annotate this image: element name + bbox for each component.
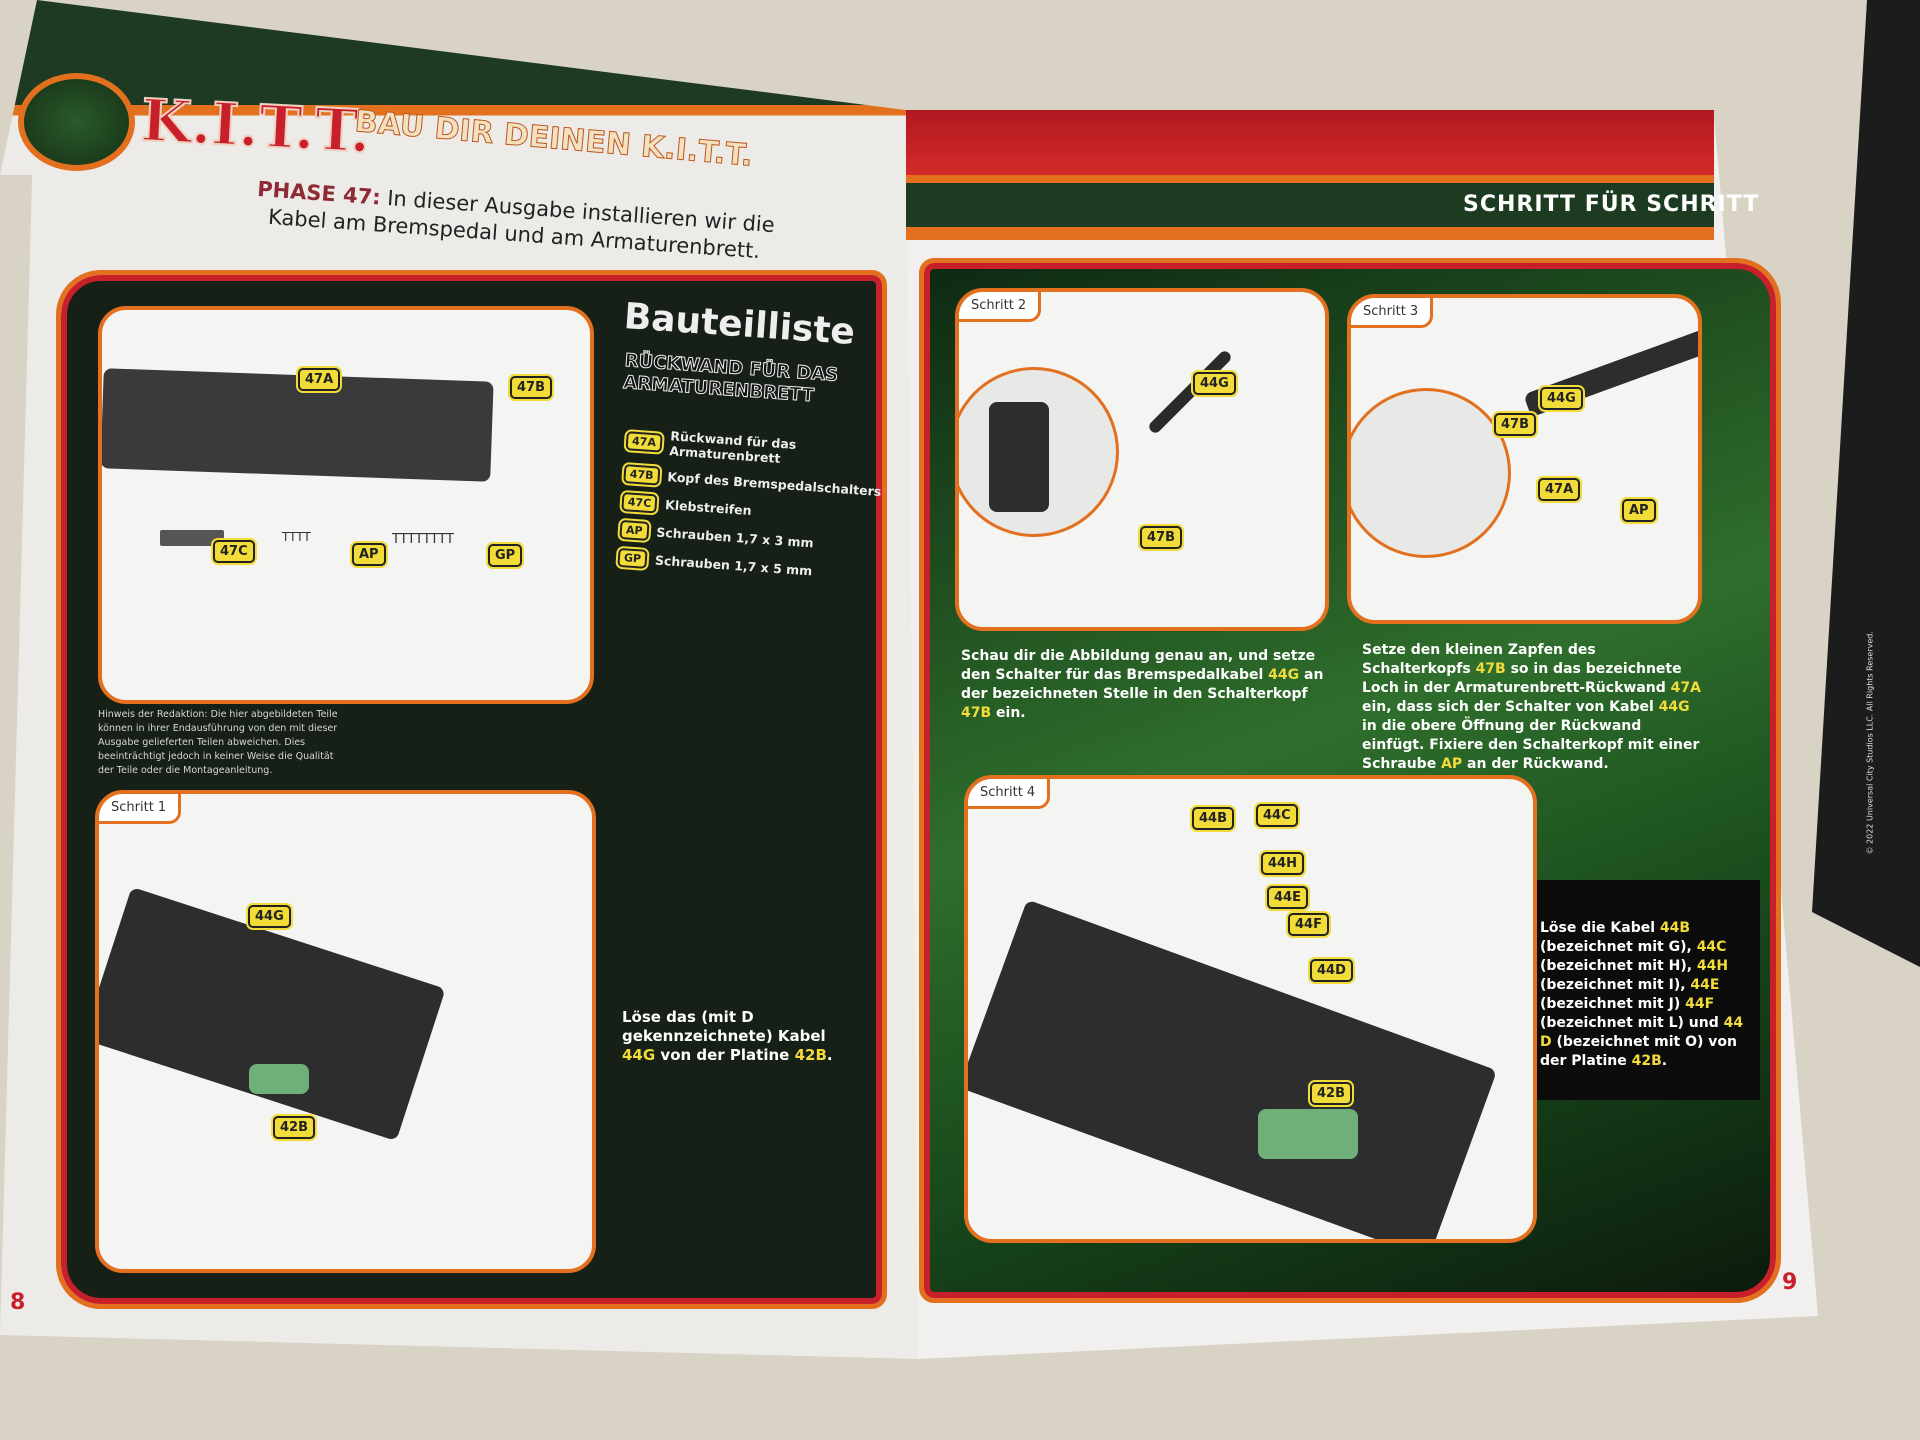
highlighted-code: 42B (1631, 1053, 1662, 1069)
circuit-board-image (249, 1064, 309, 1094)
kitt-logo: K.I.T.T. (138, 85, 373, 167)
part-name: Kopf des Bremspedalschalters (666, 469, 882, 500)
circuit-board-image (1258, 1109, 1358, 1159)
text-segment: in die obere Öffnung der Rückwand einfüg… (1362, 718, 1700, 772)
step2-label: Schritt 2 (959, 292, 1042, 322)
part-code: 47A (625, 430, 663, 453)
step2-text: Schau dir die Abbildung genau an, und se… (961, 647, 1333, 723)
left-header-banner (0, 0, 906, 175)
text-segment: (bezeichnet mit O) von der Platine (1540, 1034, 1737, 1069)
text-segment: (bezeichnet mit H), (1540, 958, 1697, 974)
text-segment: (bezeichnet mit J) (1540, 996, 1686, 1012)
step1-image: Schritt 1 (95, 790, 596, 1273)
step3-label: Schritt 3 (1351, 298, 1434, 328)
text-segment: Schau dir die Abbildung genau an, und se… (961, 648, 1316, 683)
board-tag: 42B (273, 1116, 315, 1139)
highlighted-code: 44B (1659, 920, 1691, 936)
part-code: GP (617, 547, 648, 569)
part-tag: 47B (1494, 413, 1536, 436)
part-tag: GP (488, 544, 523, 567)
highlighted-code: 44H (1696, 958, 1729, 974)
step3-image: Schritt 3 (1347, 294, 1702, 624)
cable-tag: 44G (248, 905, 291, 928)
parts-image: TTTT TTTTTTTT (98, 306, 594, 704)
section-title: SCHRITT FÜR SCHRITT (1463, 192, 1760, 217)
step1-text: Löse das (mit D gekennzeichnete) Kabel 4… (622, 1008, 852, 1065)
screws-ap-image: TTTT (282, 530, 311, 544)
highlighted-code: 47A (1670, 680, 1701, 696)
text-segment: (bezeichnet mit I), (1540, 977, 1691, 993)
text-segment: von der Platine (655, 1046, 795, 1064)
page-number: 9 (1782, 1270, 1798, 1295)
text-segment: an der Rückwand. (1462, 756, 1609, 772)
text-segment: so in das bezeichnete Loch in der Armatu… (1362, 661, 1682, 696)
part-tag: AP (352, 543, 386, 566)
step2-image: Schritt 2 (955, 288, 1329, 631)
cable-tag: 44E (1267, 886, 1308, 909)
text-segment: ein. (991, 705, 1026, 721)
part-name: Schrauben 1,7 x 5 mm (654, 552, 813, 579)
part-tag: 47A (298, 368, 341, 391)
part-tag: 47A (1538, 478, 1581, 501)
part-tag: 47B (510, 376, 552, 399)
detail-magnifier (1351, 388, 1511, 558)
text-segment: an der bezeichneten Stelle in den Schalt… (961, 667, 1324, 702)
highlighted-code: 47B (1475, 661, 1506, 677)
highlighted-code: 44G (1268, 667, 1300, 683)
dashboard-back-panel-image (102, 368, 494, 482)
part-code: 47C (621, 492, 658, 514)
highlighted-code: AP (1441, 756, 1463, 772)
step4-text: Löse die Kabel 44B (bezeichnet mit G), 4… (1540, 919, 1750, 1071)
part-tag: 47B (1140, 526, 1182, 549)
part-code: 47B (623, 464, 661, 486)
step1-label: Schritt 1 (99, 794, 182, 824)
text-segment: Löse die Kabel (1540, 920, 1660, 936)
cable-tag: 44G (1540, 387, 1583, 410)
part-name: Schrauben 1,7 x 3 mm (655, 524, 815, 551)
text-segment: ein, dass sich der Schalter von Kabel (1362, 699, 1659, 715)
highlighted-code: 44 D (1540, 1015, 1744, 1050)
step4-text-background (1530, 880, 1760, 1100)
editorial-note: Hinweis der Redaktion: Die hier abgebild… (98, 709, 338, 776)
cable-tag: 44C (1256, 804, 1298, 827)
cable-tag: 44F (1288, 913, 1329, 936)
highlighted-code: 47B (961, 705, 992, 721)
step4-label: Schritt 4 (968, 779, 1051, 809)
step4-image: Schritt 4 (964, 775, 1537, 1243)
right-header-banner (906, 110, 1714, 240)
cable-tag: 44G (1193, 372, 1236, 395)
highlighted-code: 44C (1696, 939, 1727, 955)
part-name: Klebstreifen (664, 497, 753, 519)
chassis-image (968, 899, 1498, 1239)
highlighted-code: 44G (622, 1046, 656, 1064)
copyright-text: © 2022 Universal City Studios LLC. All R… (1865, 631, 1875, 855)
cable-tag: 44H (1261, 852, 1304, 875)
highlighted-code: 44F (1685, 996, 1715, 1012)
part-code: AP (619, 519, 650, 541)
part-tag: AP (1622, 499, 1656, 522)
step3-text: Setze den kleinen Zapfen des Schalterkop… (1362, 641, 1707, 774)
text-segment: . (826, 1046, 833, 1064)
text-segment: . (1661, 1053, 1668, 1069)
cable-tag: 44D (1310, 959, 1353, 982)
board-tag: 42B (1310, 1082, 1352, 1105)
text-segment: (bezeichnet mit L) und (1540, 1015, 1724, 1031)
highlighted-code: 44E (1690, 977, 1720, 993)
switch-head-detail-image (989, 402, 1049, 512)
adhesive-strip-image (160, 530, 224, 546)
highlighted-code: 42B (794, 1046, 827, 1064)
highlighted-code: 44G (1658, 699, 1690, 715)
text-segment: (bezeichnet mit G), (1540, 939, 1697, 955)
kitt-car-logo-icon (18, 73, 135, 171)
page-number: 8 (10, 1290, 26, 1315)
text-segment: Setze den kleinen Zapfen des Schalterkop… (1362, 642, 1596, 677)
screws-gp-image: TTTTTTTT (392, 532, 454, 547)
cable-tag: 44B (1192, 807, 1234, 830)
part-tag: 47C (213, 540, 255, 563)
text-segment: Löse das (mit D gekennzeichnete) Kabel (622, 1008, 826, 1045)
